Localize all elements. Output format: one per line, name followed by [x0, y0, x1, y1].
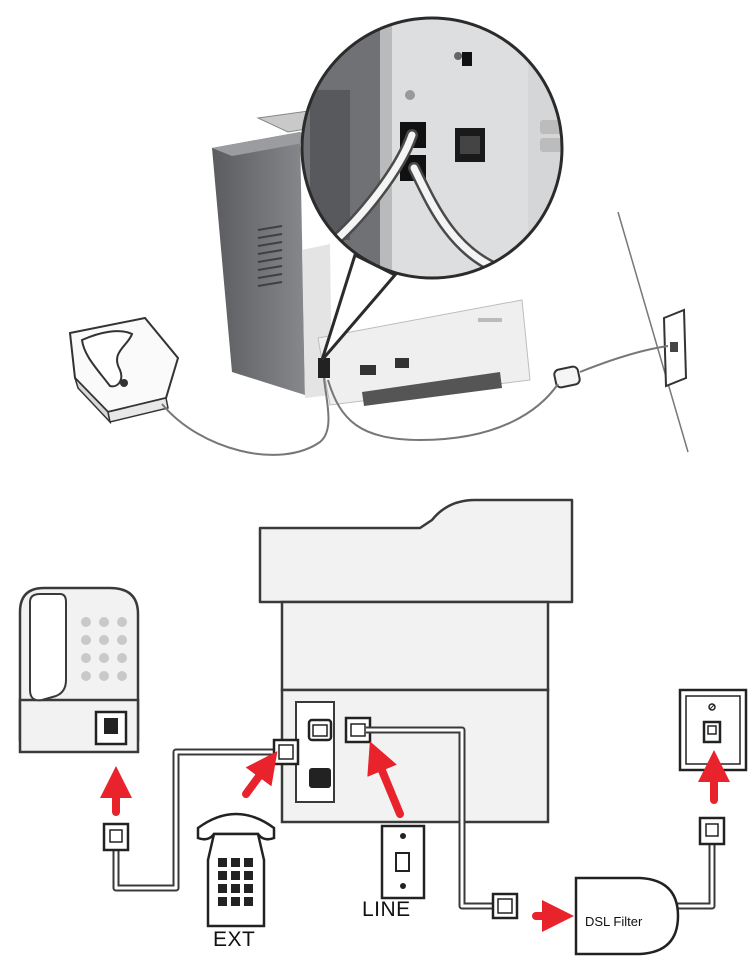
filter-plug-icon — [491, 892, 519, 920]
wall-plug-icon — [698, 816, 726, 846]
schematic-cables — [112, 726, 716, 910]
rj11-plug-icon — [102, 822, 130, 852]
arrow-ext-port — [242, 751, 278, 798]
desk-phone-photo — [68, 316, 180, 425]
desk-phone-illustration — [18, 586, 140, 754]
line-label: LINE — [362, 898, 411, 921]
arrow-line-port — [367, 741, 404, 818]
wall-jack-right-icon — [678, 688, 748, 772]
dsl-filter-inline — [553, 365, 581, 389]
dsl-filter-box — [574, 876, 680, 956]
wall-jack-photo — [662, 308, 688, 388]
wall-jack-icon — [380, 824, 426, 900]
photo-cables — [161, 345, 669, 456]
telephone-icon — [196, 812, 276, 928]
arrow-icon — [100, 741, 730, 932]
magnified-port-detail — [300, 16, 564, 280]
printer-illustration — [258, 498, 574, 824]
ext-label: EXT — [213, 928, 256, 951]
ext-port-plug — [272, 738, 300, 766]
printer-photo — [212, 107, 531, 406]
dsl-filter-label: DSL Filter — [585, 914, 643, 929]
wall-line — [617, 211, 689, 453]
